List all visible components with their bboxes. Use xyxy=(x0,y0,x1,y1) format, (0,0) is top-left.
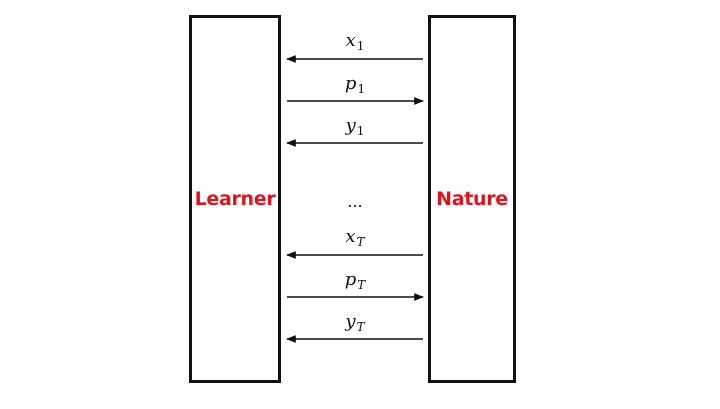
message-label-p1: p1 xyxy=(344,73,366,97)
message-label-x1: x1 xyxy=(345,30,365,54)
learner-box: Learner xyxy=(189,15,281,383)
learner-label: Learner xyxy=(194,188,276,210)
message-label-y1: y1 xyxy=(345,115,365,139)
nature-box: Nature xyxy=(428,15,516,383)
message-label-xT: xT xyxy=(345,226,365,250)
message-label-pT: pT xyxy=(344,269,366,293)
nature-label: Nature xyxy=(436,188,508,210)
ellipsis: ... xyxy=(347,192,363,211)
message-label-yT: yT xyxy=(345,311,365,335)
